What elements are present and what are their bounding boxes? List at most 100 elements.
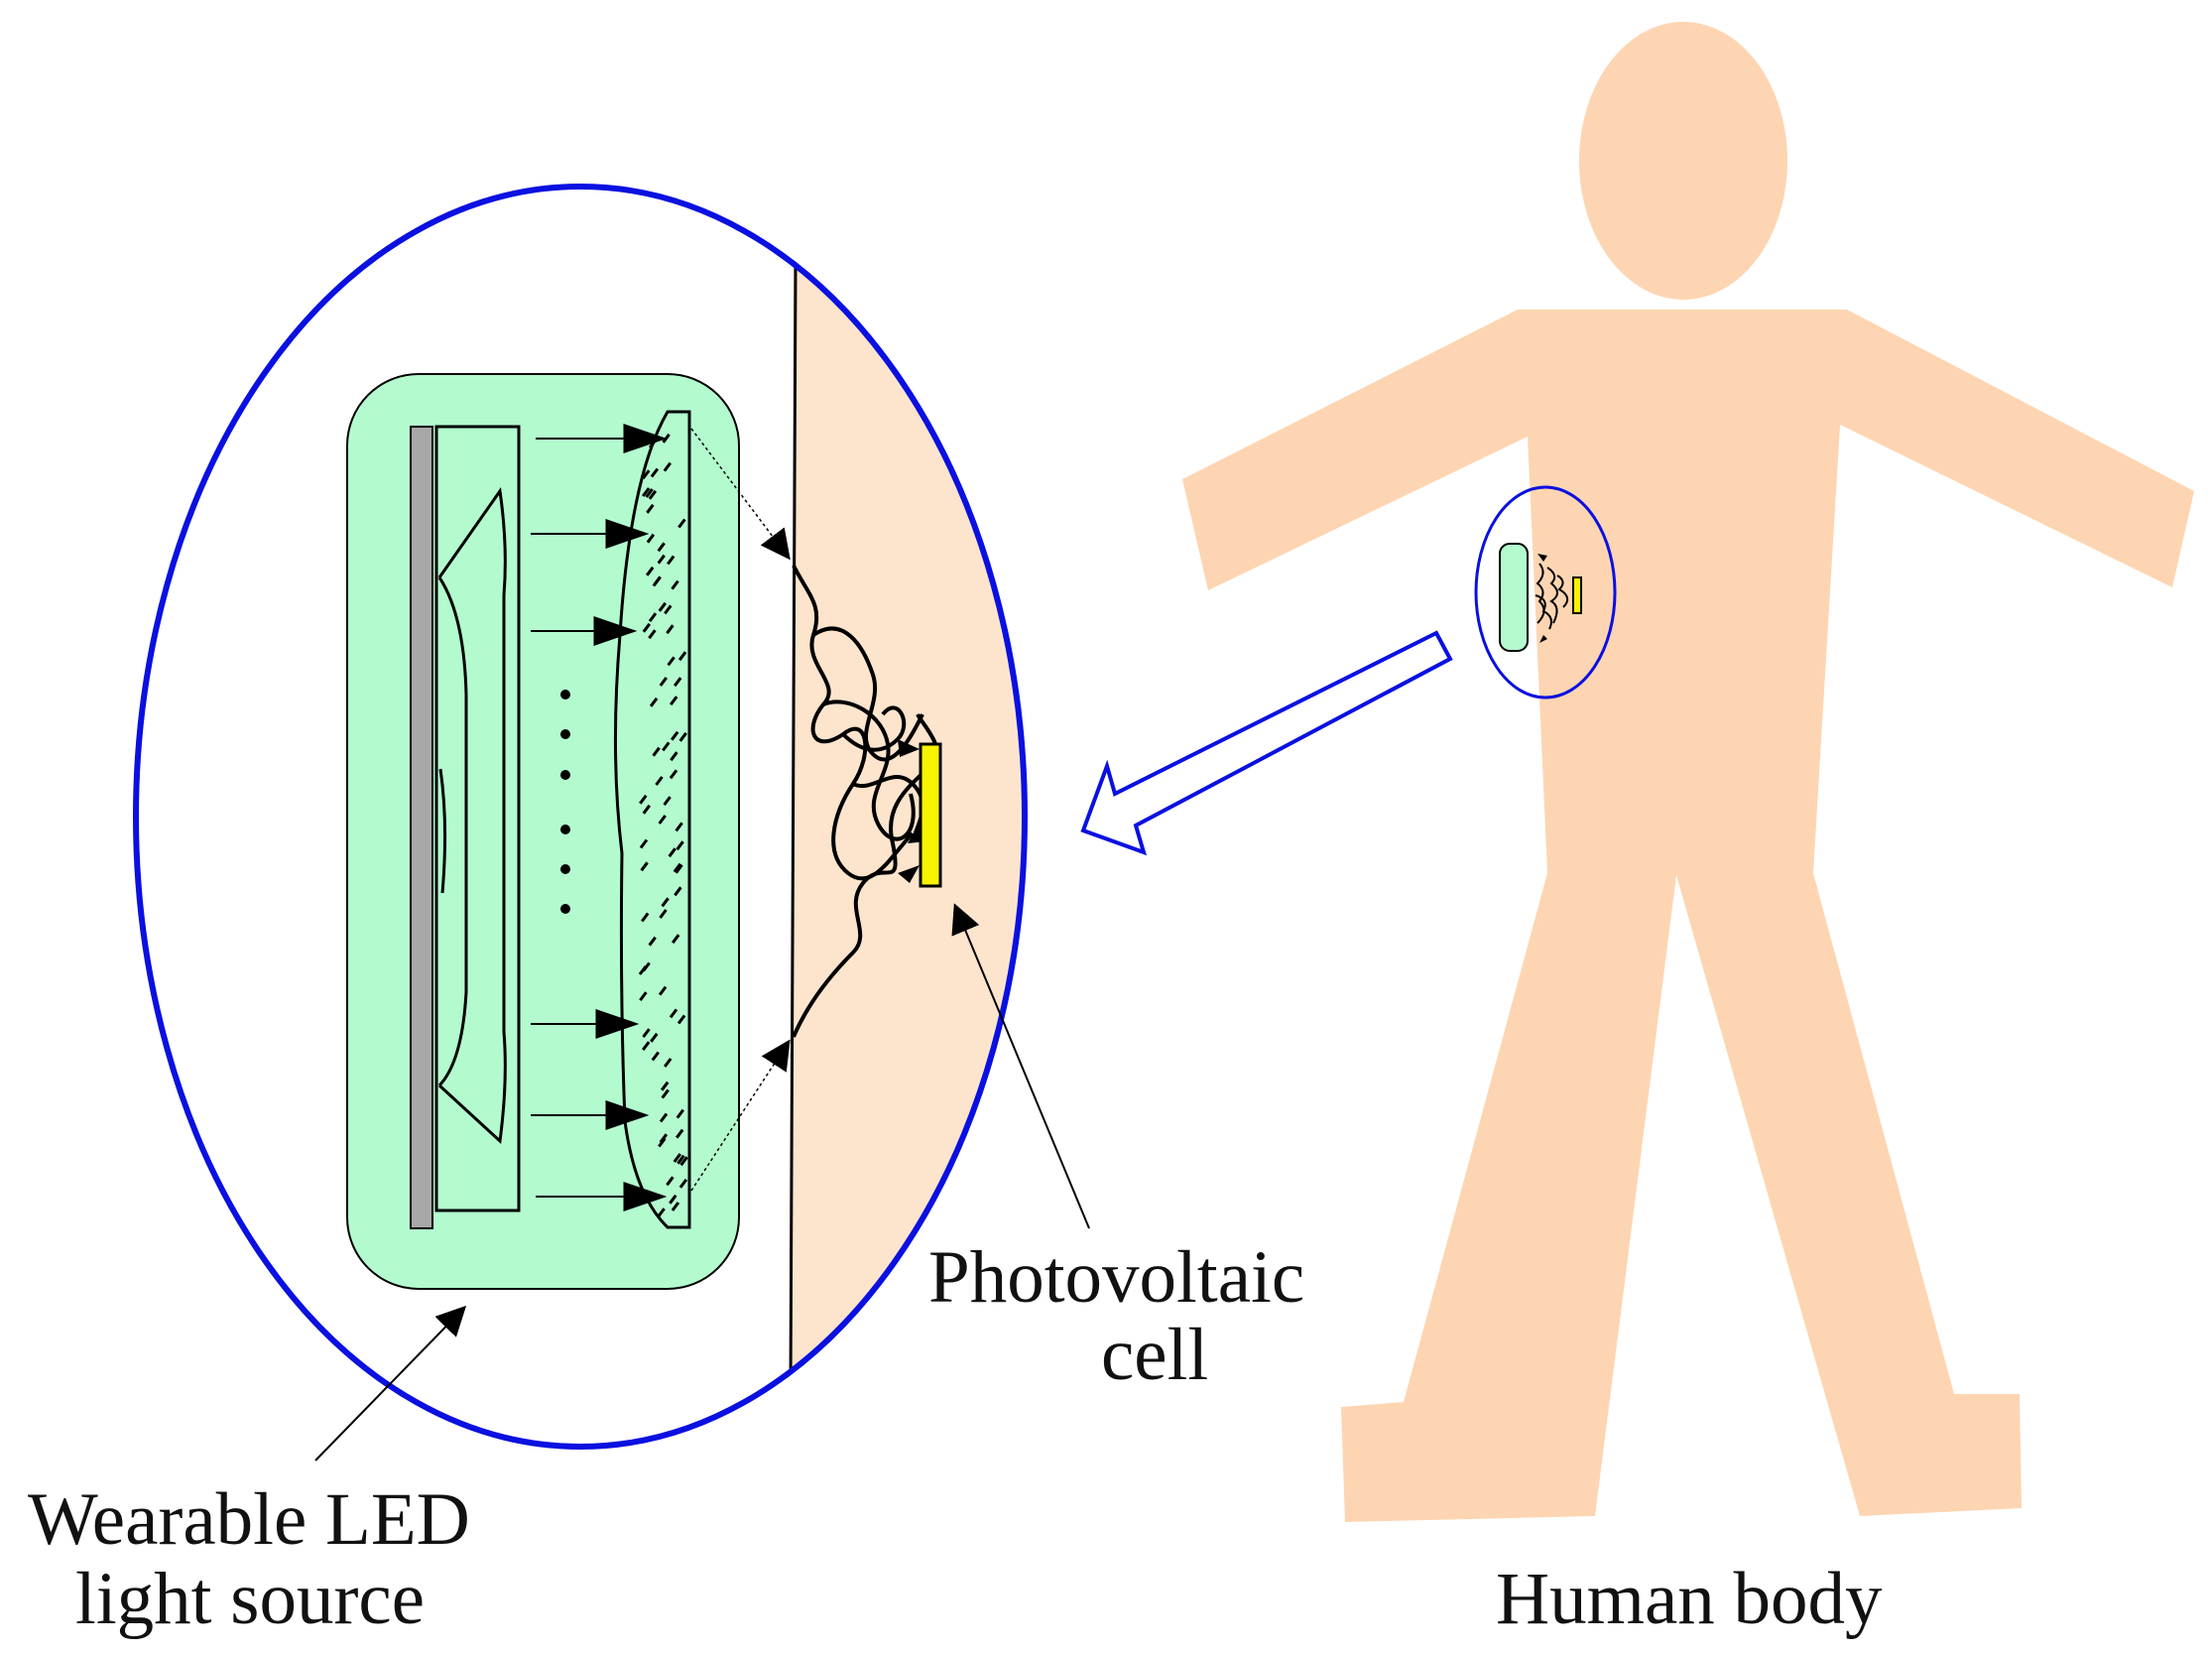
human-head [1579,22,1787,300]
human-body-label: Human body [1496,1558,1883,1640]
diffuser-particle [653,575,662,586]
diffuser-particle [657,542,666,553]
diffuser-particle [671,579,679,590]
diffuser-particle [650,1032,659,1043]
diffuser-particle [661,1088,670,1099]
diffuser-particles [638,433,688,1217]
diffuser-particle [675,863,683,874]
diffuser-particle [658,601,667,612]
diffuser-particle [673,1153,681,1163]
led-callout-line [314,1305,467,1462]
pv-label-line2: cell [1101,1314,1208,1396]
diffuser-particle [646,533,656,544]
diffuser-particle [657,554,666,565]
light-guide-frame [434,425,521,1212]
diffuser-particle [650,467,660,478]
diffuser-particle [658,815,667,825]
diffuser-particle [678,731,687,742]
diffuser-particle [639,794,648,805]
diffuser-particle [639,838,649,849]
diffuser-particle [674,886,682,897]
diffuser-particle [662,433,671,444]
diffuser-particle [671,730,679,741]
diffuser-particle [659,1112,669,1123]
diffuser-particle [658,985,668,996]
diffuser-particle [641,912,650,923]
led-label-line1: Wearable LED [28,1478,470,1561]
mini-pv-cell [1572,576,1582,614]
human-torso-and-limbs [1182,310,2194,1522]
diffuser-particle [674,677,682,688]
diffuser-particle [648,629,657,640]
diffuser-particle [676,1128,684,1139]
led-panel-housing [346,373,740,1290]
diffuser-particle [642,487,651,497]
diffuser-particle [677,651,687,662]
led-back-plate [410,426,433,1229]
diffuser-particle [676,1108,684,1119]
diffuser-particle [664,604,673,615]
skin-surface-line [789,265,798,1390]
diffuser-particle [666,1176,675,1187]
diffuser-particle [648,936,657,947]
diffuser-particle [678,1179,688,1189]
diffuser-particle [667,656,676,667]
pv-label-line1: Photovoltaic [928,1236,1304,1319]
diffuser-particle [669,1008,678,1019]
diffuser-particle [671,1202,680,1211]
diffuser-particle [676,1014,686,1025]
diffuser-particle [663,461,672,472]
diffuser-particle [646,566,655,576]
diffuser-particle [661,1081,670,1091]
diffuser-particle [639,991,648,1001]
diffuser-particle [659,1133,669,1144]
diffuser-particle [670,696,678,705]
diffuser-particle [648,489,658,500]
diffuser-particle [677,518,686,529]
diffuser-particle [664,1058,673,1068]
diffuser-particle [642,469,651,480]
diffuser-particle [648,612,658,622]
mini-led-panel [1499,543,1529,652]
photovoltaic-cell [919,742,942,888]
ellipsis-dots [560,690,570,914]
diffuser-particle [649,439,658,449]
human-body-figure [1182,22,2194,1522]
diffuser-particle [669,1194,677,1205]
diffuser-particle [672,934,680,945]
diffuser-particle [642,1028,651,1038]
diffuser-particle [675,822,683,832]
diffuser-particle [666,624,675,635]
pv-callout-line [951,903,1090,1229]
diffuser-particle [649,697,659,707]
led-label-line2: light source [75,1558,425,1640]
chest-zoom-ring [1474,485,1617,699]
diffuser-particle [642,804,651,815]
diffuser-particle [651,1051,660,1062]
diffuser-particle [679,1156,688,1167]
diffuser-particle [662,741,671,752]
diffuser-particle [669,769,678,780]
diffuser-particle [673,862,682,873]
mini-scatter-lines [1535,563,1569,630]
internal-lens-curve [437,487,507,1145]
diffuser-particle [657,1208,666,1217]
diffuser-particle [667,555,676,566]
diffuser-particle [663,796,672,806]
diffuser-particle [670,751,678,762]
diffuser-particle [642,622,651,633]
diffuser-particle [645,488,654,498]
diffuser-particle [659,909,668,919]
diffuser-particle [676,1154,685,1165]
diffuser-particle [642,1041,651,1051]
diffuser-particle [661,897,670,908]
diffuser-particle [676,840,684,851]
diffuser-particle [642,961,651,972]
chest-zoom-spot [1474,485,1617,699]
zoom-lens-ring [133,184,1028,1450]
diffuser-particle [652,746,661,757]
diffuser-particle [655,776,664,786]
diffuser-particle [668,847,676,858]
diffuser-particle [640,861,649,872]
